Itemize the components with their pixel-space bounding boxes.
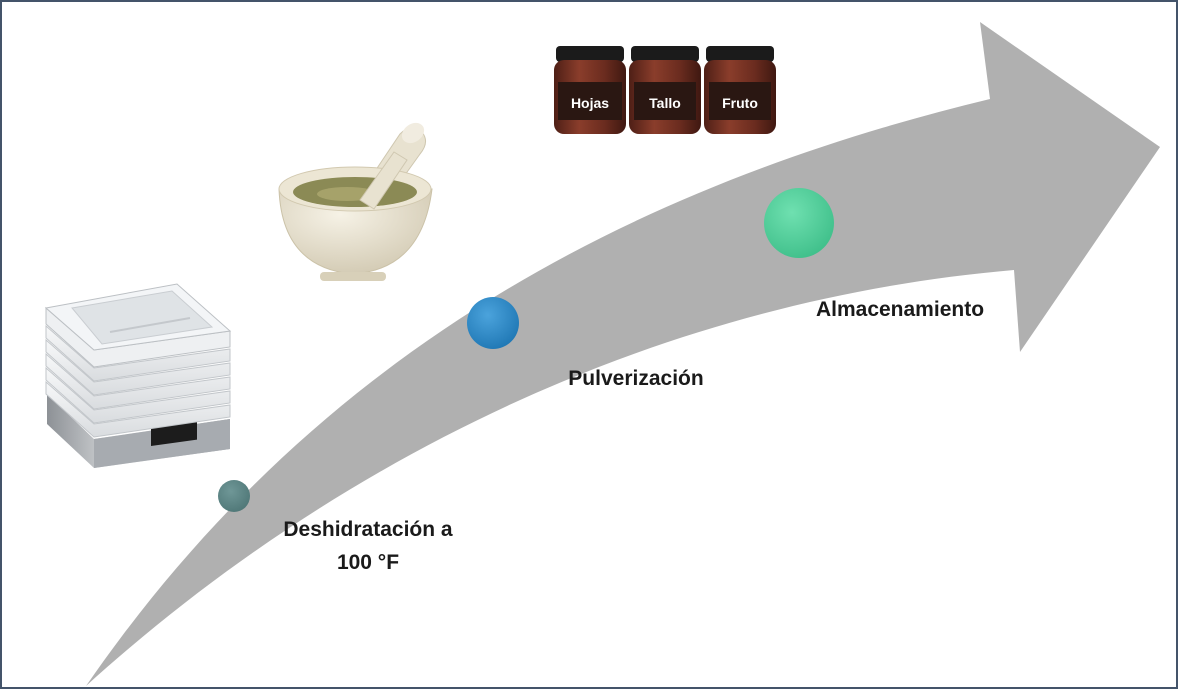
jar-label-hojas: Hojas — [571, 95, 609, 111]
step-label-pulverization: Pulverización — [568, 367, 703, 390]
jar-tallo: Tallo — [629, 46, 701, 134]
step-label-dehydration-line1: Deshidratación a — [283, 518, 453, 541]
jar-label-tallo: Tallo — [649, 95, 681, 111]
mortar-and-pestle-icon — [279, 119, 432, 281]
food-dehydrator-icon — [46, 284, 230, 468]
step-dot-pulverization — [467, 297, 519, 349]
jar-hojas: Hojas — [554, 46, 626, 134]
jar-fruto: Fruto — [704, 46, 776, 134]
step-label-dehydration-line2: 100 °F — [337, 551, 399, 574]
step-dot-dehydration — [218, 480, 250, 512]
step-label-storage: Almacenamiento — [816, 298, 984, 321]
step-dot-storage — [764, 188, 834, 258]
jar-label-fruto: Fruto — [722, 95, 758, 111]
